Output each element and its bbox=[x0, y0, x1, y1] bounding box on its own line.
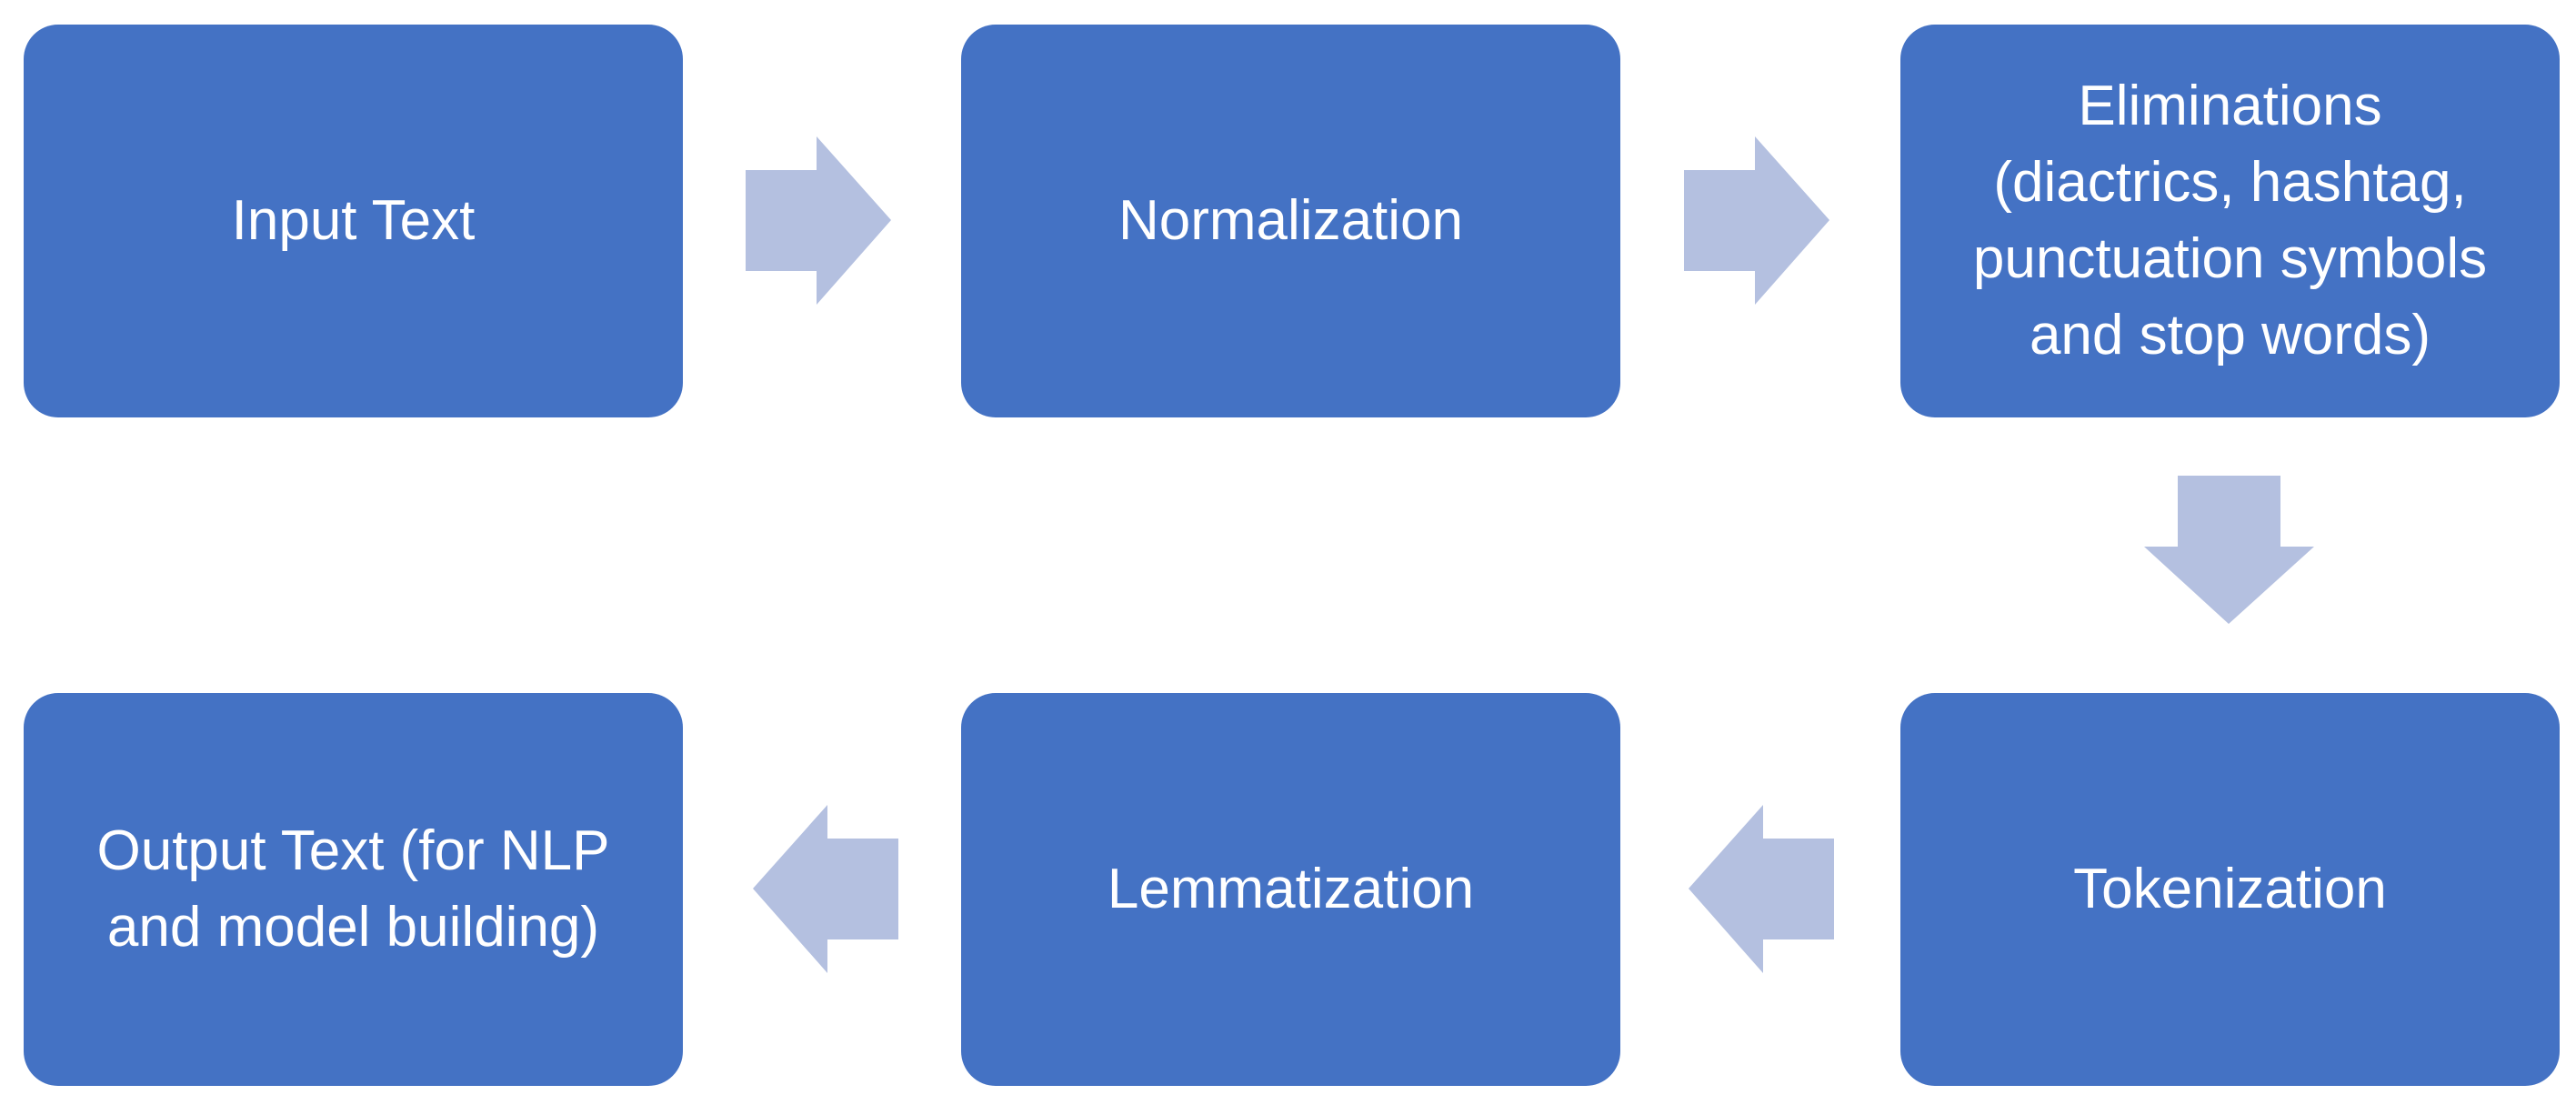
step-output-text-label: Output Text (for NLP and model building) bbox=[96, 819, 610, 959]
arrow-down-icon bbox=[2144, 476, 2314, 624]
step-normalization-label: Normalization bbox=[1118, 189, 1464, 252]
step-tokenization: Tokenization bbox=[1900, 693, 2560, 1086]
arrow-right-icon bbox=[746, 136, 891, 305]
step-eliminations-label: Eliminations (diactrics, hashtag, punctu… bbox=[1972, 75, 2488, 367]
step-lemmatization: Lemmatization bbox=[961, 693, 1620, 1086]
step-lemmatization-label: Lemmatization bbox=[1107, 858, 1475, 920]
step-output-text: Output Text (for NLP and model building) bbox=[24, 693, 683, 1086]
arrow-left-icon bbox=[753, 805, 898, 973]
step-input-text-label: Input Text bbox=[231, 189, 476, 252]
arrow-left-icon bbox=[1689, 805, 1834, 973]
step-tokenization-label: Tokenization bbox=[2073, 858, 2387, 920]
arrow-right-icon bbox=[1684, 136, 1829, 305]
step-input-text: Input Text bbox=[24, 25, 683, 417]
step-normalization: Normalization bbox=[961, 25, 1620, 417]
step-eliminations: Eliminations (diactrics, hashtag, punctu… bbox=[1900, 25, 2560, 417]
